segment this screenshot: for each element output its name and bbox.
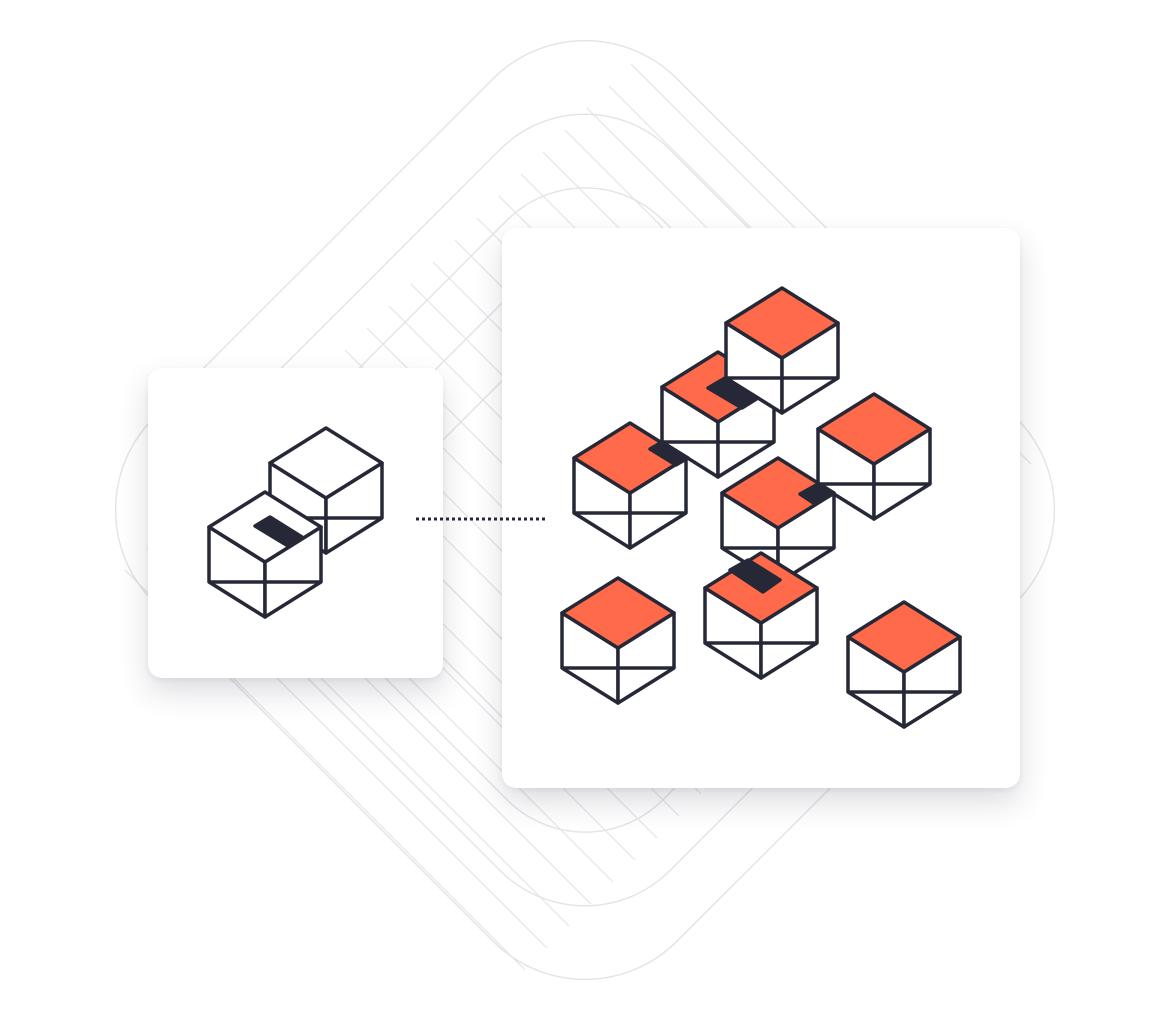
single-block-card	[148, 368, 443, 678]
multi-block-card	[502, 228, 1020, 788]
